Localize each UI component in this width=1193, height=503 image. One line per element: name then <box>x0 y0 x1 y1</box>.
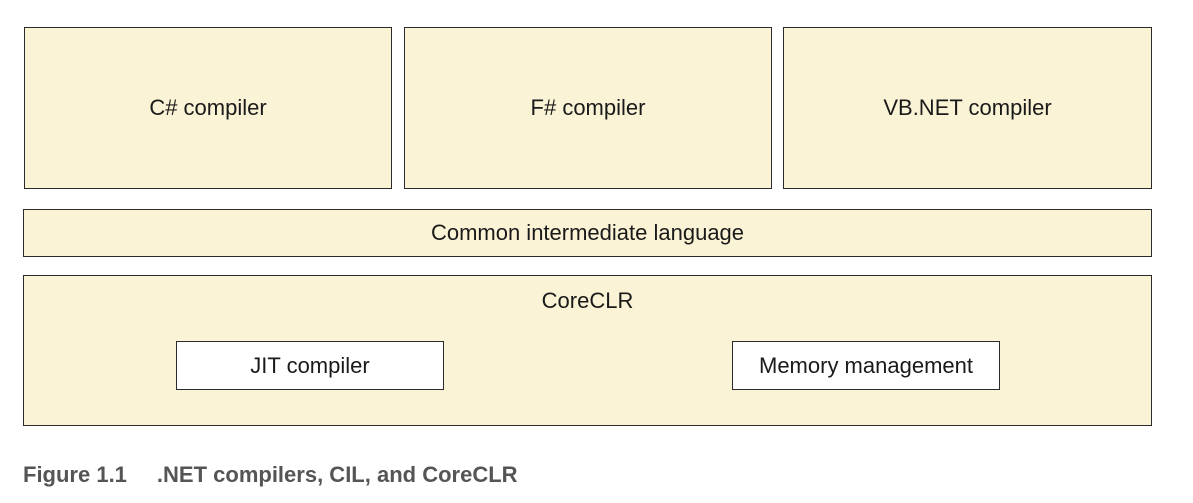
memory-management-label: Memory management <box>759 352 973 378</box>
jit-compiler-label: JIT compiler <box>250 352 370 378</box>
figure-caption-text: .NET compilers, CIL, and CoreCLR <box>156 462 518 487</box>
csharp-compiler-label: C# compiler <box>149 95 267 120</box>
memory-management-box: Memory management <box>732 341 1000 390</box>
coreclr-label: CoreCLR <box>541 288 634 313</box>
csharp-compiler-box: C# compiler <box>24 27 392 189</box>
coreclr-layer-box: CoreCLR JIT compiler Memory management <box>23 275 1152 426</box>
cil-label: Common intermediate language <box>430 220 745 245</box>
jit-compiler-box: JIT compiler <box>176 341 444 390</box>
vbnet-compiler-label: VB.NET compiler <box>883 95 1052 120</box>
fsharp-compiler-box: F# compiler <box>404 27 772 189</box>
cil-layer-box: Common intermediate language <box>23 209 1152 257</box>
figure-caption: Figure 1.1 .NET compilers, CIL, and CoreC… <box>23 462 518 488</box>
figure-number: Figure 1.1 <box>23 462 127 487</box>
fsharp-compiler-label: F# compiler <box>530 95 646 120</box>
vbnet-compiler-box: VB.NET compiler <box>783 27 1152 189</box>
